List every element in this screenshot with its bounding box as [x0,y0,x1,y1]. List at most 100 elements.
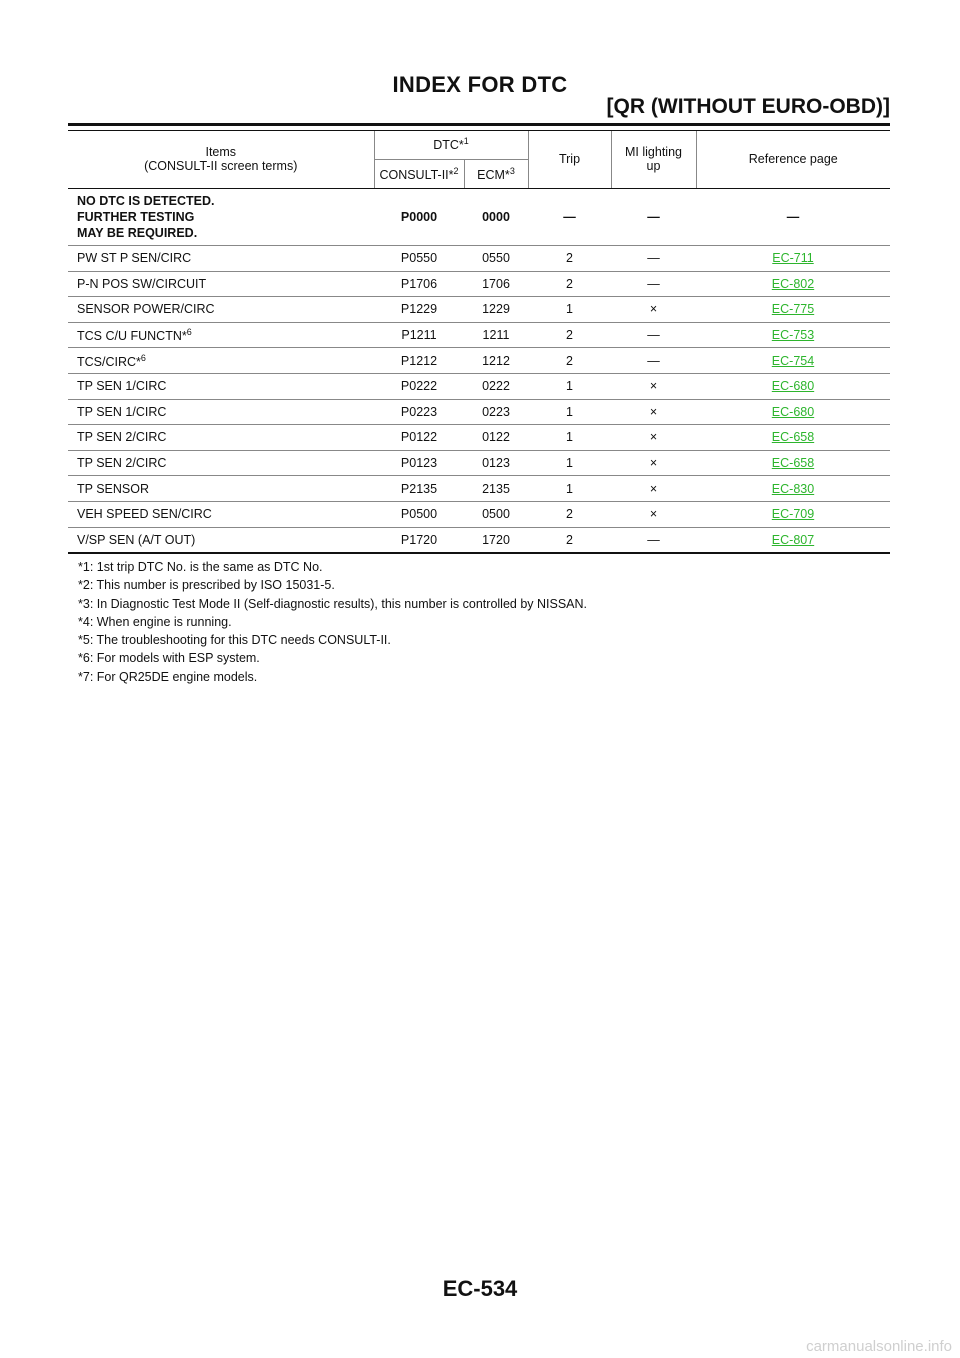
header-consult: CONSULT-II*2 [374,159,465,189]
reference-link[interactable]: EC-711 [772,251,814,266]
reference-link[interactable]: EC-807 [771,532,815,547]
row-reference: EC-830 [696,475,890,502]
header-ecm-footnote: 3 [509,165,515,176]
reference-link[interactable]: EC-802 [771,276,815,291]
header-dtc: DTC*1 [374,130,529,160]
row-mi: — [611,527,696,555]
row-trip: 2 [528,347,611,374]
row-consult-code: P1211 [374,322,464,349]
row-trip: 1 [528,475,611,502]
reference-link[interactable]: EC-775 [771,302,815,317]
row-consult-code: P0122 [374,424,464,451]
row-trip: 1 [528,424,611,451]
row-ecm-code: 1720 [464,527,528,555]
row-mi: — [611,322,696,349]
row-ecm-code: 0500 [464,501,528,528]
header-ecm-label: ECM* [477,168,510,183]
reference-link[interactable]: EC-754 [771,353,815,368]
row-item-label: TCS/CIRC* [77,354,141,369]
header-mi-line1: MI lighting [625,145,682,159]
row-reference: EC-802 [696,271,890,298]
row-item: TCS/CIRC*6 [68,347,374,374]
footnote: *1: 1st trip DTC No. is the same as DTC … [78,560,323,574]
table-subheader-row: CONSULT-II*2 ECM*3 [68,159,890,189]
row-consult-code: P2135 [374,475,464,502]
table-row: SENSOR POWER/CIRC P1229 1229 1 × EC-775 [68,296,890,323]
row-mi: — [611,271,696,298]
row-mi: × [611,450,696,477]
table-row: PW ST P SEN/CIRC P0550 0550 2 — EC-711 [68,245,890,272]
row-ecm-code: 1212 [464,347,528,374]
row-reference: EC-658 [696,424,890,451]
header-rule [68,123,890,126]
footnote: *4: When engine is running. [78,614,232,629]
table-row: NO DTC IS DETECTED. FURTHER TESTING MAY … [68,188,890,246]
row-item: TP SEN 1/CIRC [68,399,374,426]
row-ecm-code: 0550 [464,245,528,272]
row-consult-code: P0222 [374,373,464,400]
footnotes: *1: 1st trip DTC No. is the same as DTC … [78,558,587,686]
reference-link[interactable]: EC-830 [771,481,815,496]
reference-link[interactable]: EC-709 [771,507,815,522]
footnote: *7: For QR25DE engine models. [78,669,258,684]
row-trip: 2 [528,527,611,555]
page-title: INDEX FOR DTC [392,72,568,97]
table-row: TCS/CIRC*6 P1212 1212 2 — EC-754 [68,347,890,374]
row-mi: × [611,296,696,323]
row-item: TCS C/U FUNCTN*6 [68,322,374,349]
row-trip: 1 [528,399,611,426]
row-item: V/SP SEN (A/T OUT) [68,527,374,555]
row-mi: — [611,188,696,246]
row-item-footnote: 6 [186,327,192,337]
row-mi: × [611,475,696,502]
row-item: TP SEN 2/CIRC [68,450,374,477]
row-reference: EC-711 [696,245,890,272]
row-reference: EC-753 [696,322,890,349]
row-ecm-code: 1229 [464,296,528,323]
row-ecm-code: 0000 [464,188,528,246]
row-item-line: MAY BE REQUIRED. [77,226,198,240]
row-consult-code: P1720 [374,527,464,555]
row-item-label: TCS C/U FUNCTN* [77,329,187,344]
row-consult-code: P1212 [374,347,464,374]
row-mi: × [611,424,696,451]
table-row: VEH SPEED SEN/CIRC P0500 0500 2 × EC-709 [68,501,890,528]
header-ecm: ECM*3 [464,159,529,189]
header-dtc-label: DTC* [433,138,464,153]
header-consult-footnote: 2 [453,165,459,176]
reference-link[interactable]: EC-658 [771,456,815,471]
header-items-label: Items [205,145,237,159]
table-row: TP SEN 1/CIRC P0222 0222 1 × EC-680 [68,373,890,400]
reference-link[interactable]: EC-680 [771,379,815,394]
row-mi: — [611,347,696,374]
row-item-footnote: 6 [140,352,146,363]
footnote: *6: For models with ESP system. [78,651,260,666]
row-consult-code: P1706 [374,271,464,298]
header-consult-label: CONSULT-II* [379,168,454,183]
row-reference: EC-680 [696,373,890,400]
row-item: SENSOR POWER/CIRC [68,296,374,323]
footnote: *3: In Diagnostic Test Mode II (Self-dia… [78,596,588,611]
header-mi-line2: up [646,159,661,173]
reference-link[interactable]: EC-658 [771,430,815,445]
header-mi: MI lighting up [611,130,697,189]
row-trip: 1 [528,373,611,400]
row-reference: EC-754 [696,347,890,374]
dtc-index-table: Items (CONSULT-II screen terms) DTC*1 Tr… [68,130,890,555]
row-item: P-N POS SW/CIRCUIT [68,271,374,298]
table-top-rule [68,130,890,131]
table-row: TP SEN 1/CIRC P0223 0223 1 × EC-680 [68,399,890,426]
row-item: PW ST P SEN/CIRC [68,245,374,272]
row-item: TP SEN 2/CIRC [68,424,374,451]
row-trip: 1 [528,296,611,323]
header-reference: Reference page [696,130,890,189]
row-trip: — [528,188,611,246]
reference-link[interactable]: EC-680 [771,404,815,419]
table-row: TP SEN 2/CIRC P0123 0123 1 × EC-658 [68,450,890,477]
row-trip: 2 [528,501,611,528]
reference-link[interactable]: EC-753 [771,328,815,343]
row-ecm-code: 1706 [464,271,528,298]
row-item: TP SEN 1/CIRC [68,373,374,400]
row-mi: × [611,373,696,400]
table-row: P-N POS SW/CIRCUIT P1706 1706 2 — EC-802 [68,271,890,298]
